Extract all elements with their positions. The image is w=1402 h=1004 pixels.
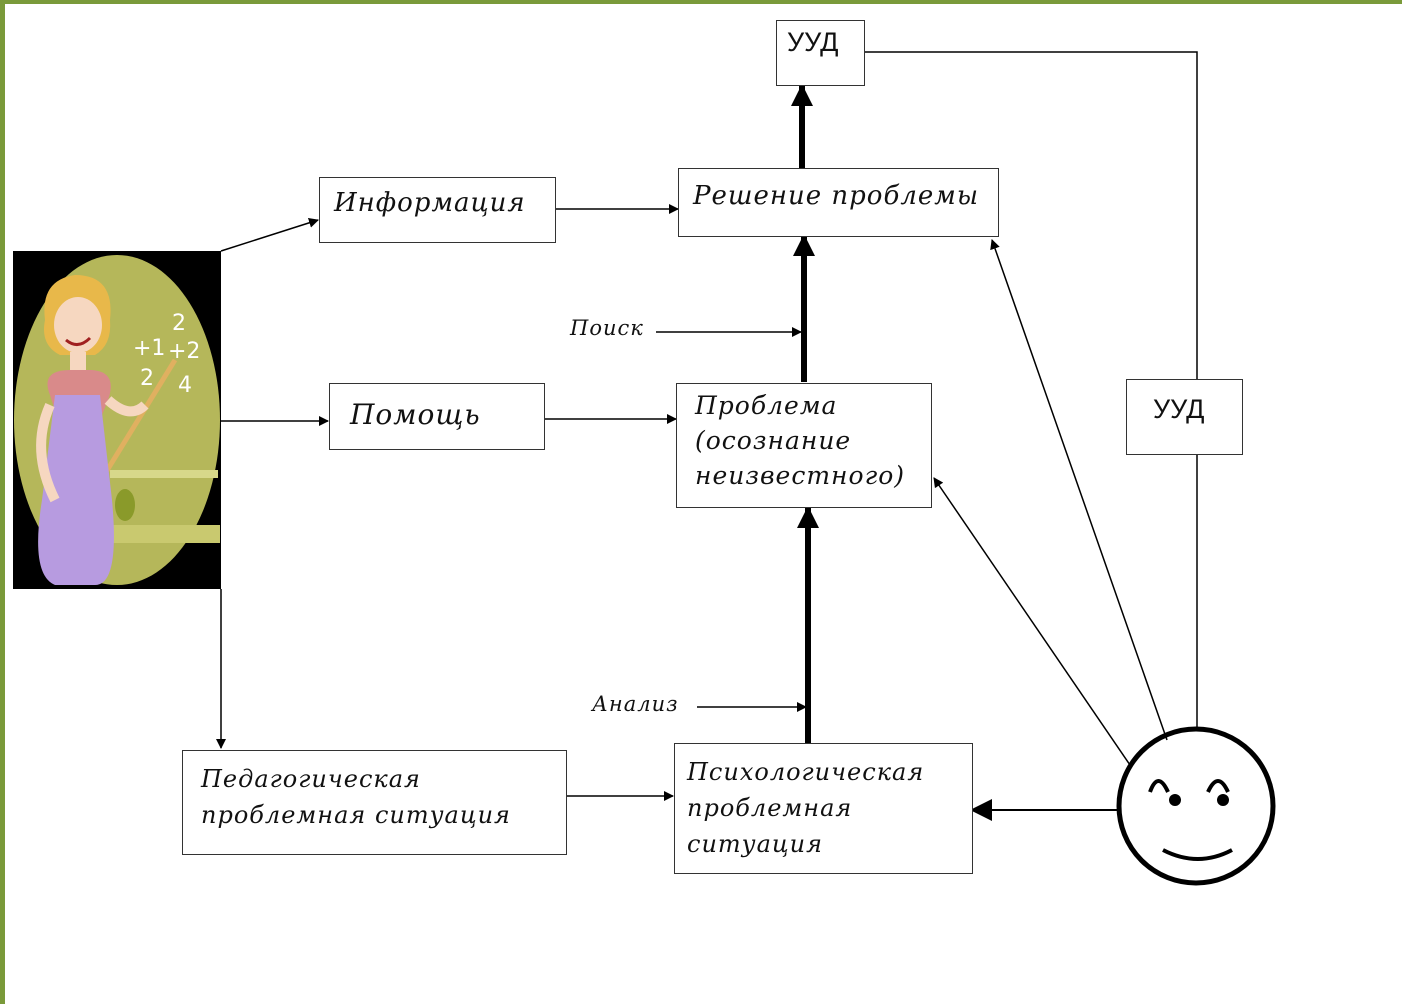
help-label: Помощь xyxy=(350,398,481,431)
pedagogical-label: Педагогическая проблемная ситуация xyxy=(201,765,511,829)
problem-label: Проблема (осознание неизвестного) xyxy=(695,391,906,490)
arrow-student-to-solution xyxy=(990,239,1168,741)
arrow-student-to-problem xyxy=(933,477,1131,766)
information-label: Информация xyxy=(334,188,526,218)
pedagogical-box: Педагогическая проблемная ситуация xyxy=(182,750,567,855)
uud-top-label: УУД xyxy=(787,27,839,57)
solution-box: Решение проблемы xyxy=(678,168,999,237)
svg-text:+1: +1 xyxy=(133,336,165,361)
psychological-label: Психологическая проблемная ситуация xyxy=(687,758,925,858)
information-box: Информация xyxy=(319,177,556,243)
search-label: Поиск xyxy=(570,316,644,340)
problem-box: Проблема (осознание неизвестного) xyxy=(676,383,932,508)
solution-label: Решение проблемы xyxy=(693,181,980,211)
svg-text:4: 4 xyxy=(178,373,192,398)
frame-left-border xyxy=(0,0,5,1004)
uud-right-box: УУД xyxy=(1126,379,1243,455)
smiley-face-icon xyxy=(1116,726,1276,886)
uud-right-label: УУД xyxy=(1153,394,1205,424)
arrow-teacher-to-information xyxy=(220,217,319,252)
svg-text:2: 2 xyxy=(172,311,186,336)
help-box: Помощь xyxy=(329,383,545,450)
teacher-clipart: +1 2 2 +2 4 xyxy=(13,251,221,589)
frame-top-border xyxy=(0,0,1402,4)
psychological-box: Психологическая проблемная ситуация xyxy=(674,743,973,874)
line-student-to-uud xyxy=(865,51,1198,729)
svg-text:2: 2 xyxy=(140,366,154,391)
analysis-label: Анализ xyxy=(592,692,679,716)
uud-top-box: УУД xyxy=(776,20,865,86)
